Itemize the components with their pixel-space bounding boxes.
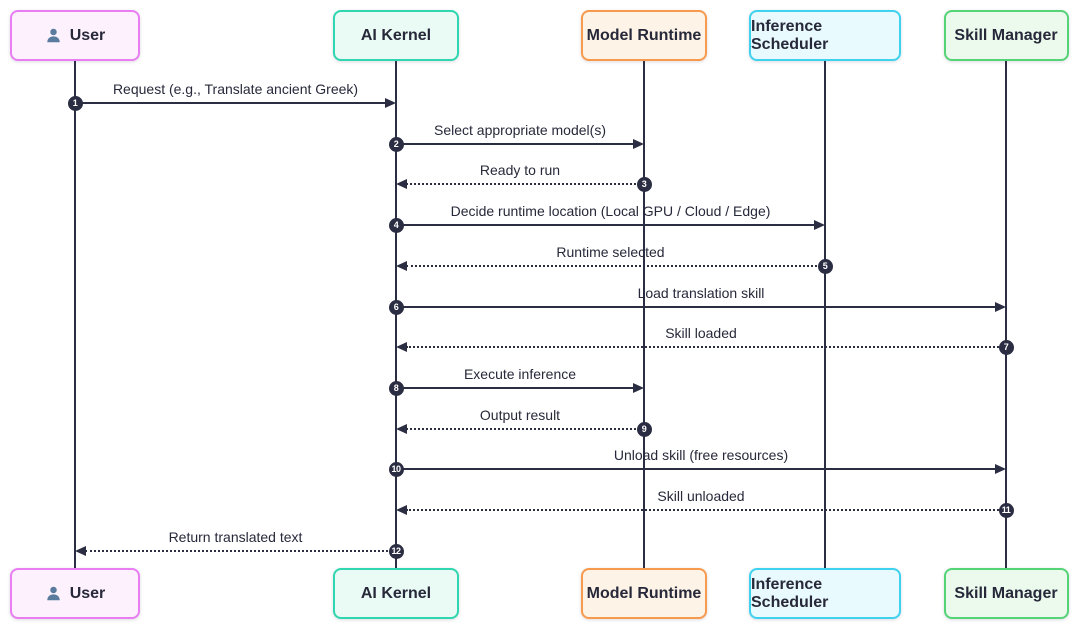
- arrowhead-icon: [633, 139, 644, 149]
- lifeline-ai-kernel: [395, 61, 397, 572]
- actor-label: Inference Scheduler: [751, 575, 829, 611]
- message-label: Execute inference: [463, 366, 577, 382]
- message-label: Select appropriate model(s): [434, 122, 606, 138]
- arrowhead-icon: [995, 302, 1006, 312]
- message-label: Load translation skill: [637, 285, 765, 301]
- lifeline-user: [74, 61, 76, 572]
- actor-label: Model Runtime: [586, 26, 702, 44]
- arrowhead-icon: [385, 98, 396, 108]
- message-line: [396, 306, 996, 308]
- message-line: [85, 550, 396, 552]
- message-label: Output result: [479, 407, 561, 423]
- message-number-badge: 2: [388, 136, 404, 152]
- arrowhead-icon: [396, 424, 407, 434]
- lifeline-inference-scheduler: [824, 61, 826, 572]
- arrowhead-icon: [396, 342, 407, 352]
- person-icon: [45, 27, 62, 44]
- actor-label: Inference Scheduler: [751, 17, 829, 53]
- message-number-badge: 6: [388, 299, 404, 315]
- message-number-badge: 3: [636, 176, 652, 192]
- message-number-badge: 11: [998, 502, 1014, 518]
- message-line: [406, 183, 644, 185]
- message-line: [396, 468, 996, 470]
- arrowhead-icon: [633, 383, 644, 393]
- message-label: Request (e.g., Translate ancient Greek): [112, 81, 359, 97]
- arrowhead-icon: [995, 464, 1006, 474]
- message-label: Decide runtime location (Local GPU / Clo…: [450, 203, 771, 219]
- actor-label: AI Kernel: [360, 584, 432, 602]
- actor-label: User: [69, 584, 106, 602]
- actor-ai-kernel-bottom: AI Kernel: [333, 568, 459, 619]
- message-label: Skill unloaded: [657, 488, 745, 504]
- actor-label: Skill Manager: [954, 584, 1058, 602]
- actor-label: Model Runtime: [586, 584, 702, 602]
- actor-model-runtime-bottom: Model Runtime: [581, 568, 707, 619]
- message-number-badge: 7: [998, 339, 1014, 355]
- message-number-badge: 5: [817, 258, 833, 274]
- message-line: [406, 509, 1006, 511]
- person-icon: [45, 585, 62, 602]
- arrowhead-icon: [396, 261, 407, 271]
- message-line: [396, 143, 634, 145]
- message-line: [396, 387, 634, 389]
- actor-skill-manager-top: Skill Manager: [943, 10, 1069, 61]
- message-number-badge: 4: [388, 217, 404, 233]
- message-number-badge: 9: [636, 421, 652, 437]
- actor-model-runtime-top: Model Runtime: [581, 10, 707, 61]
- arrowhead-icon: [396, 179, 407, 189]
- actor-label: User: [69, 26, 106, 44]
- lifeline-model-runtime: [643, 61, 645, 572]
- actor-inference-scheduler-bottom: Inference Scheduler: [749, 568, 901, 619]
- actor-user-bottom: User: [10, 568, 140, 619]
- message-label: Runtime selected: [556, 244, 665, 260]
- message-number-badge: 10: [388, 461, 404, 477]
- arrowhead-icon: [396, 505, 407, 515]
- lifeline-skill-manager: [1005, 61, 1007, 572]
- message-line: [396, 224, 815, 226]
- actor-skill-manager-bottom: Skill Manager: [943, 568, 1069, 619]
- message-label: Skill loaded: [665, 325, 737, 341]
- arrowhead-icon: [75, 546, 86, 556]
- message-line: [406, 265, 825, 267]
- message-number-badge: 12: [388, 543, 404, 559]
- actor-user-top: User: [10, 10, 140, 61]
- message-number-badge: 8: [388, 380, 404, 396]
- message-number-badge: 1: [67, 95, 83, 111]
- message-line: [75, 102, 386, 104]
- actor-label: Skill Manager: [954, 26, 1058, 44]
- message-label: Ready to run: [479, 162, 561, 178]
- message-label: Return translated text: [168, 529, 303, 545]
- message-label: Unload skill (free resources): [613, 447, 789, 463]
- message-line: [406, 346, 1006, 348]
- actor-ai-kernel-top: AI Kernel: [333, 10, 459, 61]
- actor-inference-scheduler-top: Inference Scheduler: [749, 10, 901, 61]
- arrowhead-icon: [814, 220, 825, 230]
- message-line: [406, 428, 644, 430]
- actor-label: AI Kernel: [360, 26, 432, 44]
